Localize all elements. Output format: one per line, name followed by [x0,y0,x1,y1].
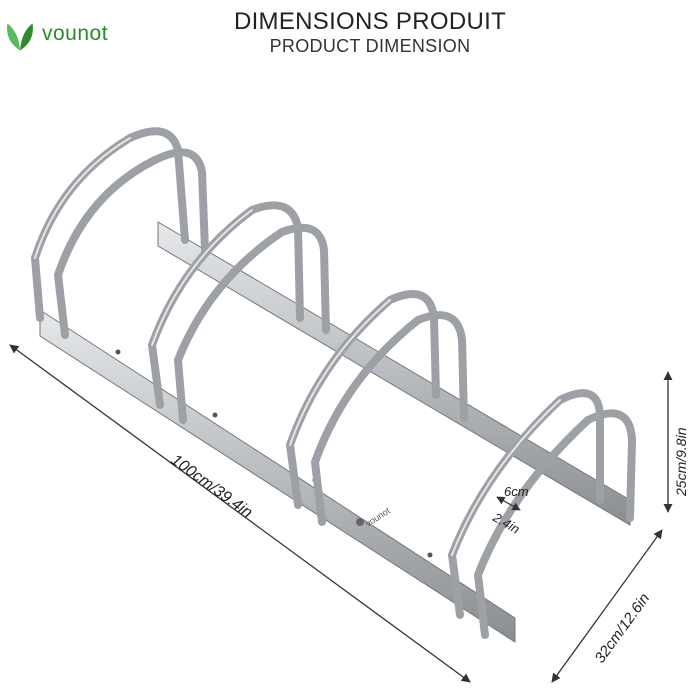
gap-label-cm: 6cm [504,484,529,499]
page-title: DIMENSIONS PRODUIT [233,8,507,35]
brand: vounot [0,14,140,58]
back-rail [157,221,631,526]
depth-dimension: 32cm/12.6in [551,529,663,683]
length-dimension: 100cm/39.4in [9,344,471,683]
page-subtitle: PRODUCT DIMENSION [269,36,471,56]
wheel-holder-1 [30,127,209,339]
frame-mark: vounot [356,505,393,529]
height-dimension: 25cm/9.8in [663,371,689,513]
front-rail [39,309,516,643]
frame-mark-text: vounot [364,505,393,528]
leaf-logo-icon [7,23,33,51]
brand-name: vounot [42,22,109,45]
depth-label: 32cm/12.6in [591,590,653,666]
height-label: 25cm/9.8in [673,427,689,497]
